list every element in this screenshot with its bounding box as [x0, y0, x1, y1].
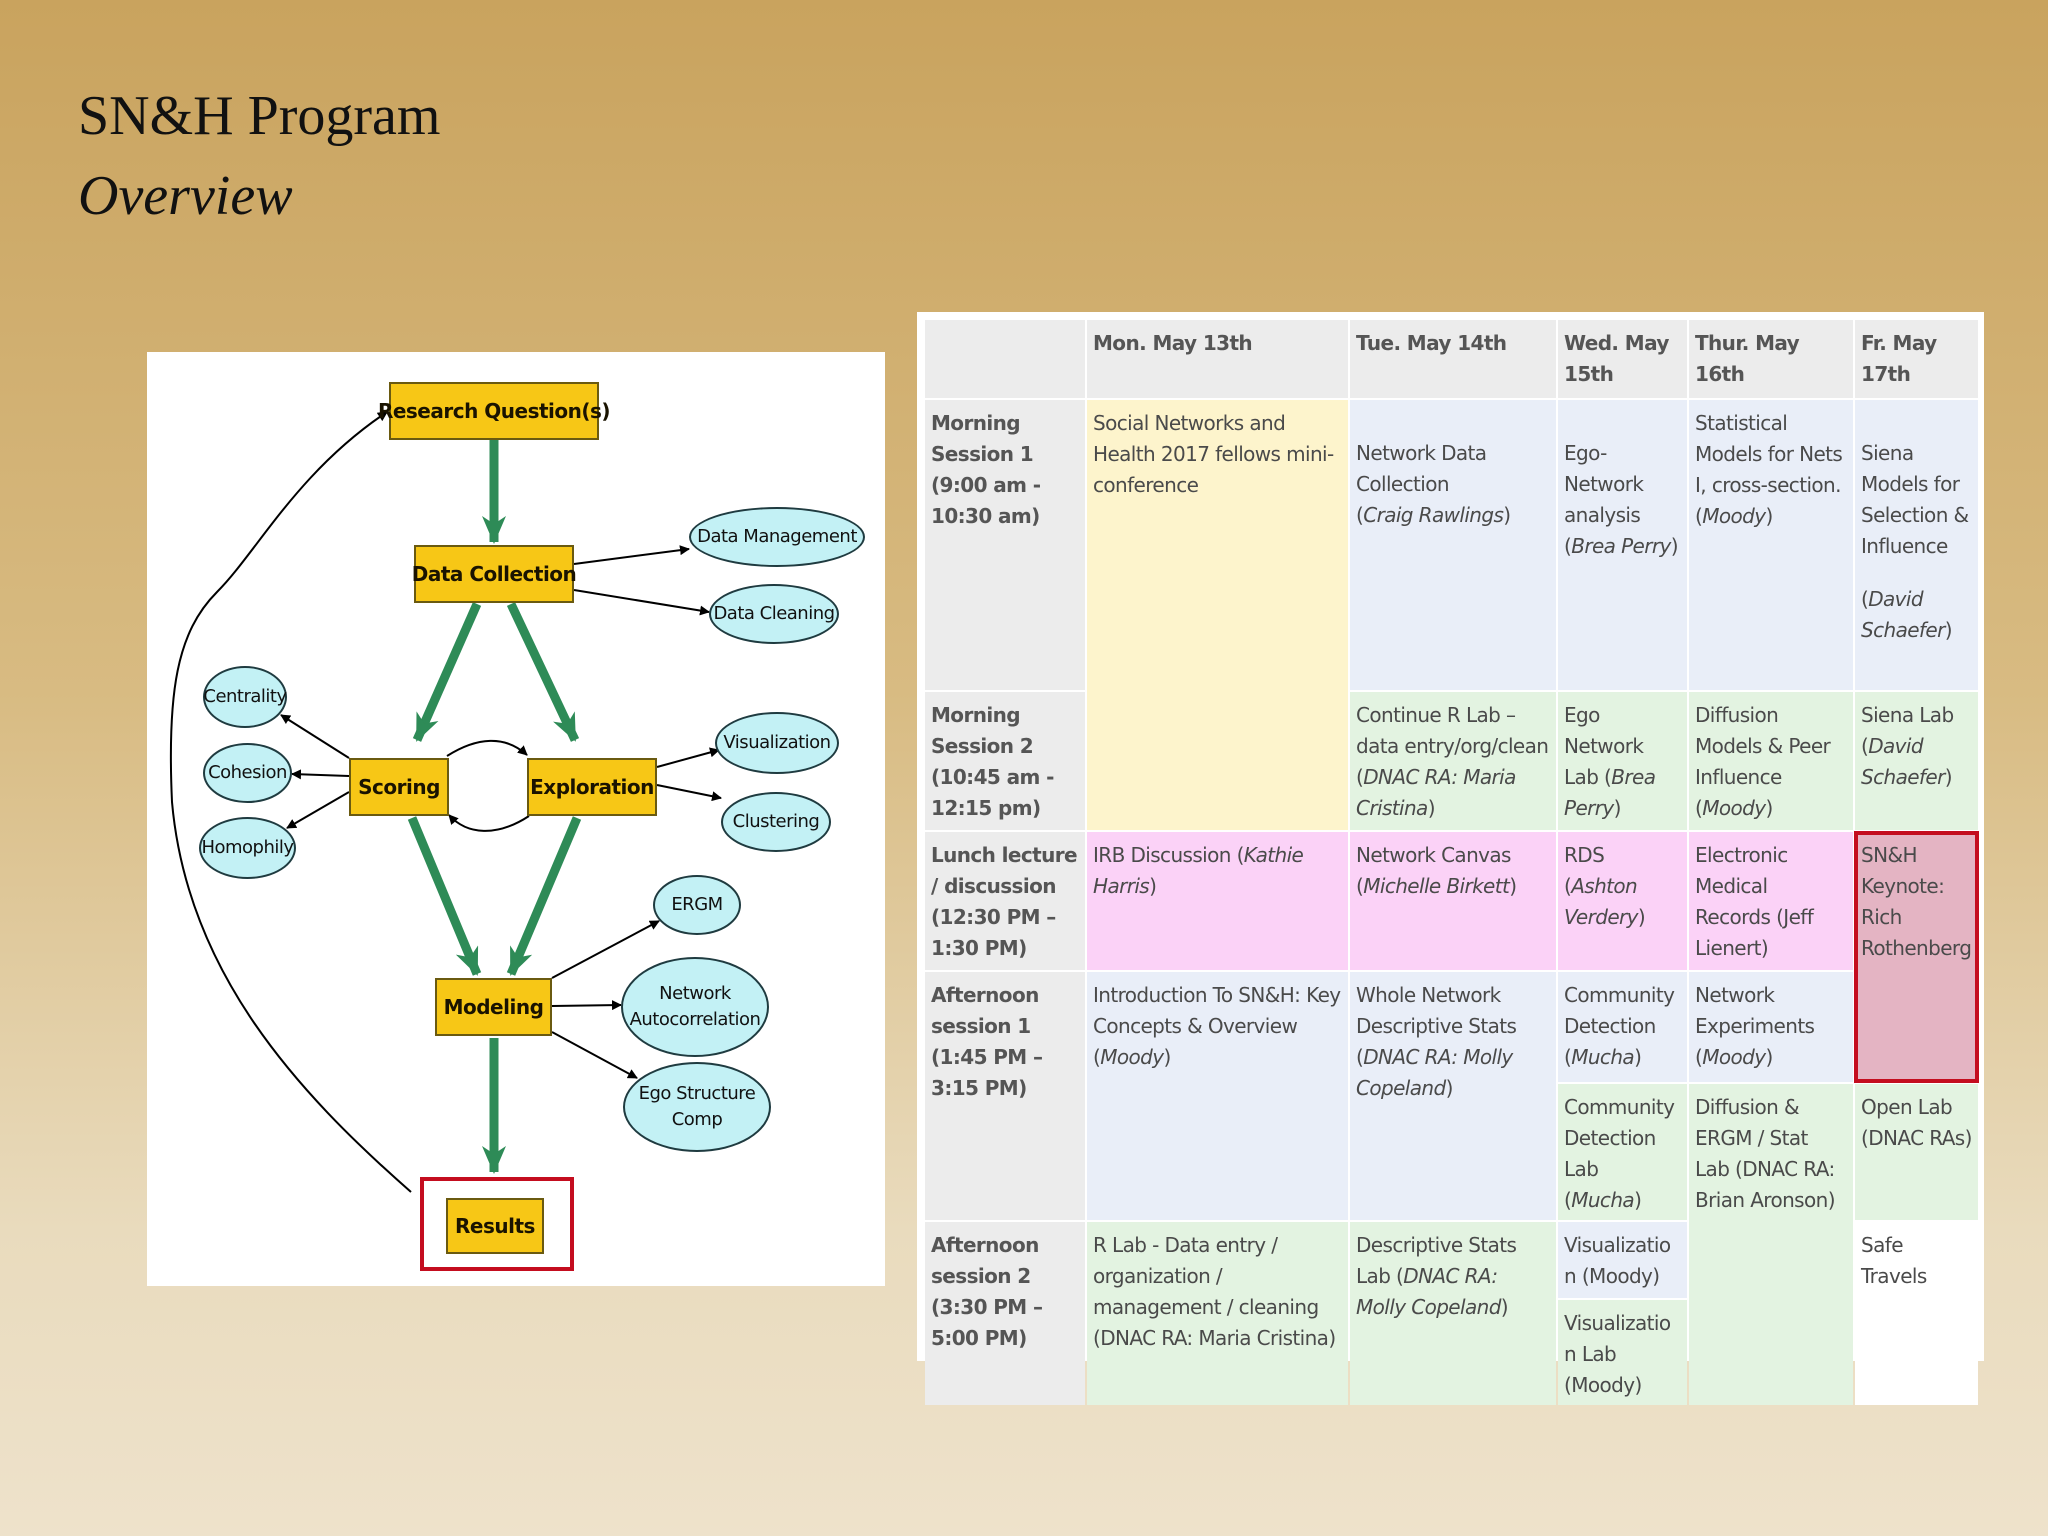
cell-wed-as1a: Community Detection (Mucha): [1558, 972, 1687, 1082]
node-clustering: Clustering: [721, 792, 831, 852]
header-corner: [925, 320, 1085, 398]
cell-wed-lunch: RDS (Ashton Verdery): [1558, 832, 1687, 970]
row-label-ms1: Morning Session 1 (9:00 am - 10:30 am): [925, 400, 1085, 690]
schedule-table: Mon. May 13th Tue. May 14th Wed. May 15t…: [917, 312, 1984, 1405]
arrow-to-homophily: [286, 791, 350, 829]
cell-fri-as1b: Open Lab (DNAC RAs): [1855, 1084, 1978, 1220]
cell-tue-ms2: Continue R Lab – data entry/org/clean (D…: [1350, 692, 1556, 830]
arrow-to-visualization: [656, 747, 720, 768]
cell-fri-as2: Safe Travels: [1855, 1222, 1978, 1405]
row-label-as2: Afternoon session 2 (3:30 PM – 5:00 PM): [925, 1222, 1085, 1405]
arrow-to-centrality: [280, 714, 350, 759]
autocorr-line-1: Network: [659, 983, 731, 1004]
header-fri: Fr. May 17th: [1855, 320, 1978, 398]
row-afternoon-2a: Afternoon session 2 (3:30 PM – 5:00 PM) …: [925, 1222, 1978, 1405]
slide-title: SN&H Program Overview: [78, 76, 440, 236]
header-row: Mon. May 13th Tue. May 14th Wed. May 15t…: [925, 320, 1978, 398]
cell-thu-as1b: Diffusion & ERGM / Stat Lab (DNAC RA: Br…: [1689, 1084, 1853, 1405]
arrow-to-data-cleaning: [573, 589, 710, 616]
results-highlight-frame: [420, 1177, 574, 1271]
node-results: Results: [446, 1198, 544, 1254]
cell-thu-as1a: Network Experiments (Moody): [1689, 972, 1853, 1082]
arrow-to-ego-structure: [551, 1031, 638, 1079]
arrow-to-ergm: [551, 920, 660, 979]
cell-wed-ms2: Ego Network Lab (Brea Perry): [1558, 692, 1687, 830]
row-morning-2: Morning Session 2 (10:45 am - 12:15 pm) …: [925, 692, 1978, 830]
title-main: SN&H Program: [78, 85, 441, 147]
arrow-scoring-to-modeling: [407, 816, 482, 976]
row-label-ms2: Morning Session 2 (10:45 am - 12:15 pm): [925, 692, 1085, 830]
node-ergm: ERGM: [653, 875, 741, 935]
row-label-as1: Afternoon session 1 (1:45 PM – 3:15 PM): [925, 972, 1085, 1220]
row-afternoon-2b: Visualization Lab (Moody): [925, 1300, 1978, 1405]
node-cohesion: Cohesion: [203, 743, 292, 803]
arrow-scoring-to-exploration: [446, 739, 528, 757]
node-modeling: Modeling: [435, 978, 552, 1036]
node-data-management: Data Management: [689, 507, 865, 567]
cell-wed-as2b: Visualization Lab (Moody): [1558, 1300, 1687, 1405]
node-scoring: Scoring: [349, 758, 449, 816]
row-morning-1: Morning Session 1 (9:00 am - 10:30 am) S…: [925, 400, 1978, 830]
header-wed: Wed. May 15th: [1558, 320, 1687, 398]
cell-mon-as2: R Lab - Data entry / organization / mana…: [1087, 1222, 1348, 1405]
arrow-collection-to-exploration: [506, 602, 580, 742]
cell-mon-as1: Introduction To SN&H: Key Concepts & Ove…: [1087, 972, 1348, 1220]
row-afternoon-1a: Afternoon session 1 (1:45 PM – 3:15 PM) …: [925, 972, 1978, 1220]
node-exploration: Exploration: [527, 758, 657, 816]
cell-fri-keynote: SN&H Keynote: Rich Rothenberg: [1854, 831, 1979, 1083]
feedback-loop-arrow: [169, 411, 412, 1193]
row-afternoon-1b: Community Detection Lab (Mucha) Diffusio…: [925, 1084, 1978, 1405]
header-thu: Thur. May 16th: [1689, 320, 1853, 398]
cell-wed-as2a: Visualization (Moody): [1558, 1222, 1687, 1298]
row-label-lunch: Lunch lecture / discussion (12:30 PM – 1…: [925, 832, 1085, 970]
node-research-question: Research Question(s): [378, 382, 611, 440]
cell-thu-ms1: Statistical Models for Nets I, cross-sec…: [1689, 400, 1853, 690]
node-data-cleaning: Data Cleaning: [709, 584, 839, 644]
cell-tue-lunch: Network Canvas (Michelle Birkett): [1350, 832, 1556, 970]
cell-fri-ms2: Siena Lab (David Schaefer): [1855, 692, 1978, 830]
autocorr-line-2: Autocorrelation: [629, 1009, 761, 1030]
diagram-connectors: [169, 411, 722, 1193]
arrow-to-clustering: [656, 784, 722, 802]
cell-thu-lunch: Electronic Medical Records (Jeff Lienert…: [1689, 832, 1853, 970]
node-homophily: Homophily: [199, 817, 296, 879]
cell-thu-ms2: Diffusion Models & Peer Influence (Moody…: [1689, 692, 1853, 830]
ego-structure-line-2: Comp: [671, 1109, 723, 1130]
arrow-exploration-to-scoring: [448, 814, 530, 832]
header-tue: Tue. May 14th: [1350, 320, 1556, 398]
cell-wed-as1b: Community Detection Lab (Mucha): [1558, 1084, 1687, 1220]
row-lunch: Lunch lecture / discussion (12:30 PM – 1…: [925, 831, 1979, 1083]
workflow-diagram: Research Question(s) Data Collection Dat…: [147, 352, 885, 1286]
node-visualization: Visualization: [715, 712, 839, 774]
cell-tue-as2: Descriptive Stats Lab (DNAC RA: Molly Co…: [1350, 1222, 1556, 1405]
arrow-exploration-to-modeling: [506, 816, 582, 976]
arrow-to-autocorrelation: [551, 1000, 622, 1011]
cell-mon-lunch: IRB Discussion (Kathie Harris): [1087, 832, 1348, 970]
ego-structure-line-1: Ego Structure: [638, 1083, 756, 1104]
arrow-to-data-management: [573, 545, 690, 565]
cell-mon-morning: Social Networks and Health 2017 fellows …: [1087, 400, 1348, 830]
cell-tue-as1: Whole Network Descriptive Stats (DNAC RA…: [1350, 972, 1556, 1220]
header-mon: Mon. May 13th: [1087, 320, 1348, 398]
arrow-collection-to-scoring: [412, 602, 482, 742]
node-data-collection: Data Collection: [412, 545, 577, 603]
node-centrality: Centrality: [203, 666, 287, 728]
arrow-to-cohesion: [291, 769, 350, 780]
title-sub: Overview: [78, 165, 293, 227]
